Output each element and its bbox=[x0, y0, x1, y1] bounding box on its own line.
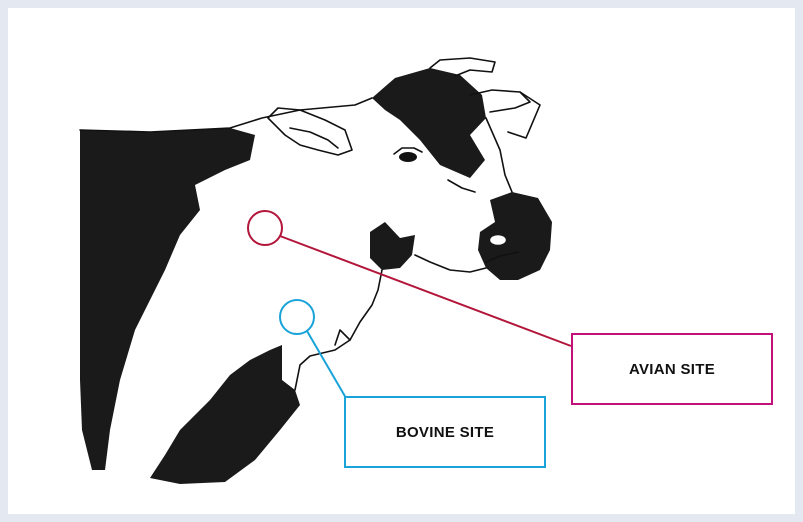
cow-neck-top-outline bbox=[80, 98, 372, 132]
cow-eye bbox=[399, 152, 417, 162]
bovine-leader-line bbox=[307, 331, 346, 398]
cow-throat-patch bbox=[370, 222, 415, 270]
cow-nostril bbox=[491, 236, 505, 244]
cow-muzzle-patch bbox=[478, 192, 552, 280]
avian-site-label-box: AVIAN SITE bbox=[571, 333, 773, 405]
avian-site-label: AVIAN SITE bbox=[629, 361, 715, 378]
cow-neck-inner-line bbox=[335, 330, 350, 345]
avian-site-marker bbox=[248, 211, 282, 245]
cow-horn-tip bbox=[508, 92, 540, 138]
cow-jaw-outline bbox=[415, 255, 486, 272]
bovine-site-marker bbox=[280, 300, 314, 334]
cow-ear-inner bbox=[290, 128, 338, 148]
bovine-site-label-box: BOVINE SITE bbox=[344, 396, 546, 468]
cow-head-patch bbox=[372, 68, 486, 178]
cow-face-outline bbox=[486, 118, 512, 192]
cow-chest-patch bbox=[150, 345, 300, 484]
cow-cheek-line bbox=[448, 180, 475, 192]
bovine-site-label: BOVINE SITE bbox=[396, 424, 494, 441]
